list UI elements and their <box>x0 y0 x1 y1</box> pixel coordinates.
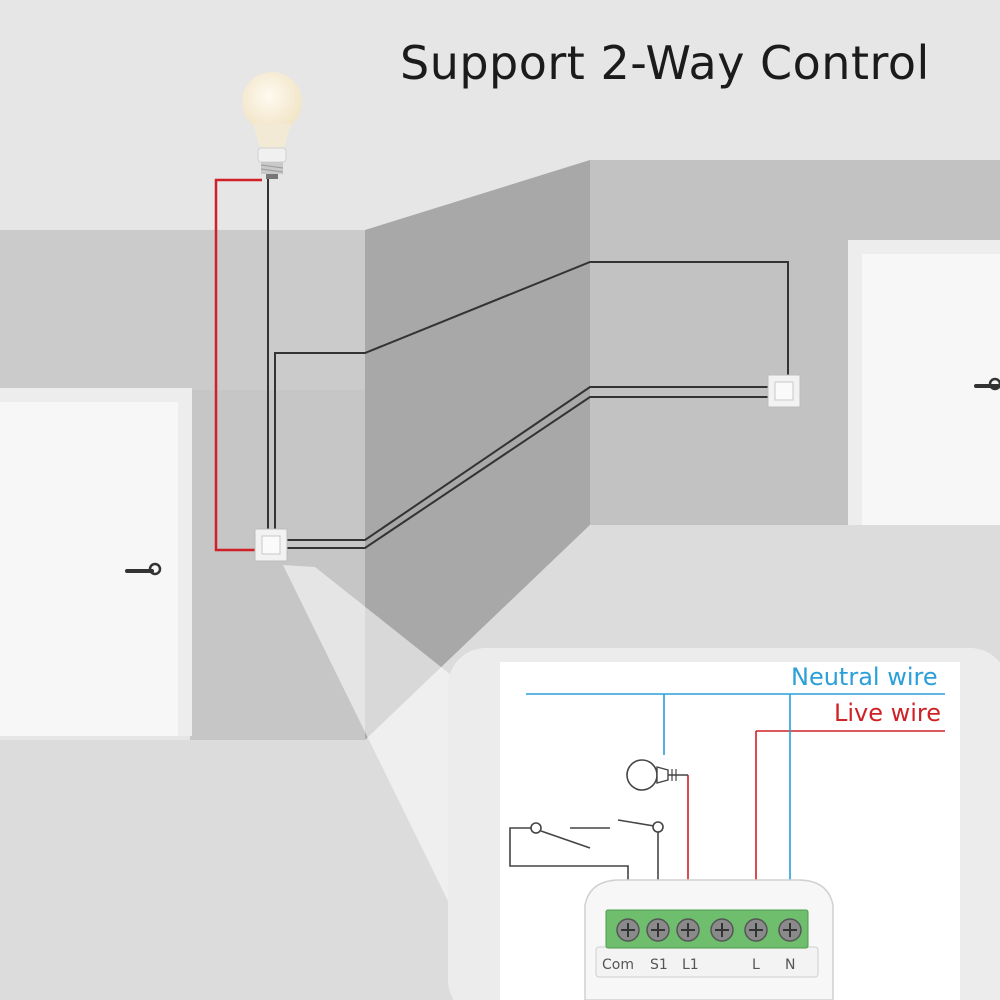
light-bulb-icon <box>242 72 302 179</box>
right-door-handle <box>974 377 1000 391</box>
lamp-symbol-icon <box>626 759 688 791</box>
zoom-beam <box>283 565 470 905</box>
live-wire-label: Live wire <box>834 699 942 727</box>
left-door-handle <box>125 562 162 576</box>
terminal-label-s1: S1 <box>650 957 668 973</box>
corner-wall <box>365 160 590 740</box>
live-wire-wall <box>214 178 262 552</box>
smart-switch-module <box>584 879 834 1000</box>
terminal-screws <box>616 918 802 942</box>
switch-far <box>767 374 801 408</box>
terminal-label-l: L <box>752 957 760 973</box>
page-title: Support 2-Way Control <box>400 36 930 90</box>
switch-blade-a <box>540 830 591 849</box>
terminal-label-n: N <box>785 957 796 973</box>
wall-wires <box>214 175 789 552</box>
right-door <box>862 254 1000 525</box>
terminal-label-com: Com <box>602 957 634 973</box>
switch-near <box>254 528 288 562</box>
switch-blade-b <box>617 819 655 827</box>
neutral-wire-label: Neutral wire <box>791 663 938 691</box>
switch-contact-a <box>530 822 542 834</box>
traveler-wire-low <box>287 396 775 549</box>
left-wall-upper <box>0 230 365 390</box>
traveler-wire-mid <box>287 386 775 541</box>
terminal-label-l1: L1 <box>682 957 699 973</box>
switch-contact-b <box>652 821 664 833</box>
traveler-wire-upper <box>274 261 789 540</box>
